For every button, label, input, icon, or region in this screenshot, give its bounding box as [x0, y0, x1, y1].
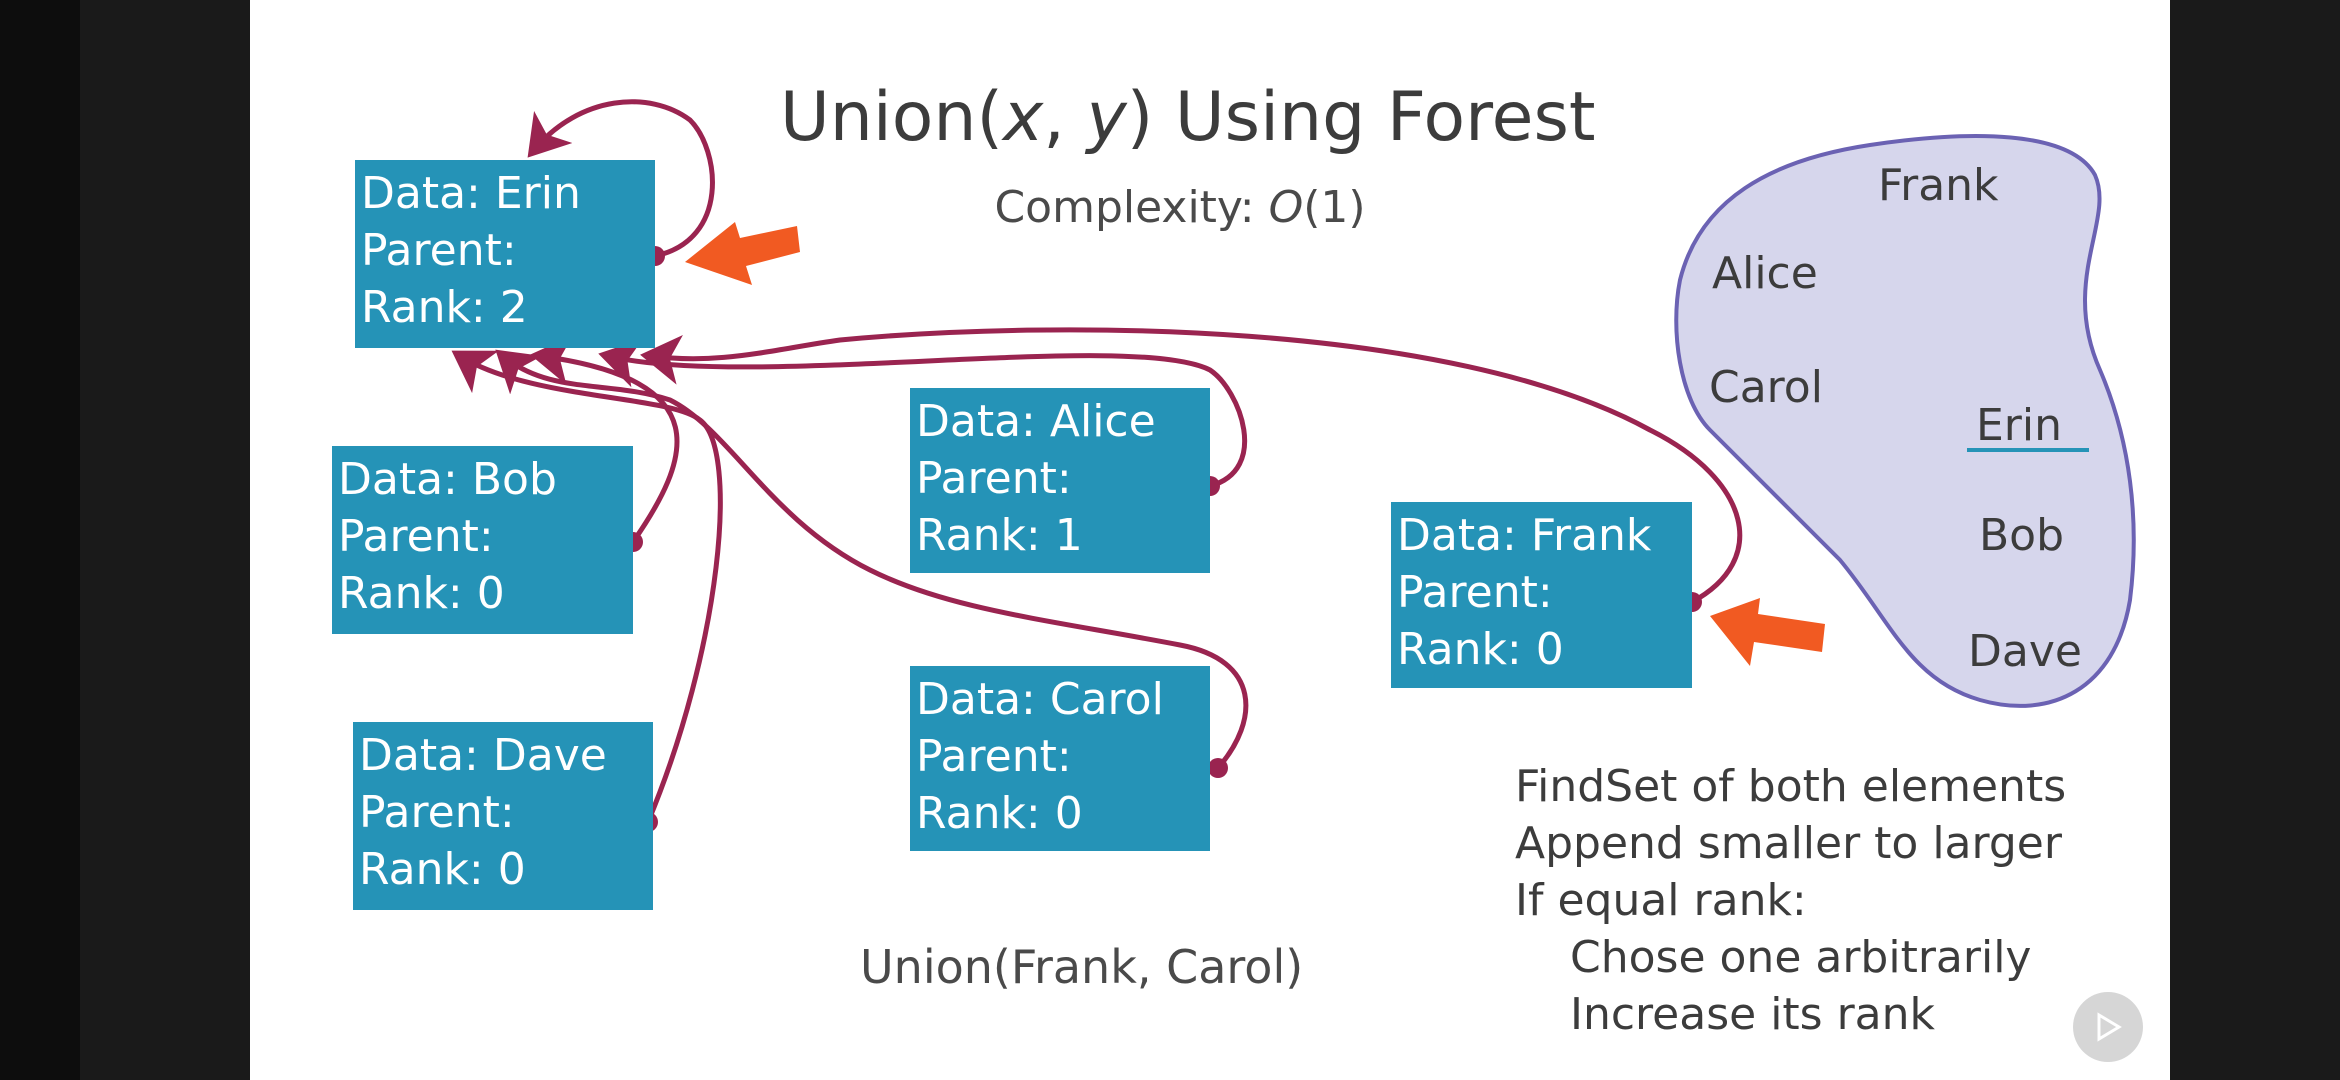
pointer-frank-erin: [640, 327, 1743, 605]
set-blob: [1674, 134, 2136, 708]
title-prefix: Union(: [780, 78, 1003, 157]
node-rank: Rank: 0: [359, 844, 526, 895]
set-member-alice: Alice: [1712, 248, 1818, 299]
set-member-carol: Carol: [1709, 362, 1823, 413]
note-line: Chose one arbitrarily: [1570, 932, 2032, 983]
node-parent: Parent:: [359, 787, 515, 838]
node-parent: Parent:: [916, 731, 1072, 782]
slide: Union(x, y) Using Forest Complexity: O(1…: [250, 0, 2170, 1080]
title-var-x: x: [1003, 78, 1044, 157]
slide-title: Union(x, y) Using Forest: [780, 78, 1596, 157]
notes: FindSet of both elements Append smaller …: [1515, 758, 2066, 1043]
node-parent: Parent:: [916, 453, 1072, 504]
play-icon: [2097, 1012, 2122, 1042]
highlight-arrow-erin: [685, 222, 800, 285]
complexity-suffix: (1): [1303, 182, 1366, 233]
letterbox-right: [2170, 0, 2340, 1080]
node-data: Data: Alice: [916, 396, 1156, 447]
title-separator: ,: [1043, 78, 1087, 157]
node-parent: Parent:: [361, 225, 517, 276]
node-bob: Data: Bob Parent: Rank: 0: [332, 446, 633, 634]
node-data: Data: Bob: [338, 454, 557, 505]
letterbox-left-inner: [80, 0, 250, 1080]
note-line: If equal rank:: [1515, 875, 1807, 926]
node-alice: Data: Alice Parent: Rank: 1: [910, 388, 1210, 573]
node-data: Data: Dave: [359, 730, 607, 781]
parent-dot-carol: [1208, 758, 1228, 778]
complexity-o: O: [1268, 182, 1304, 233]
node-dave: Data: Dave Parent: Rank: 0: [353, 722, 653, 910]
node-carol: Data: Carol Parent: Rank: 0: [910, 666, 1210, 851]
node-rank: Rank: 2: [361, 282, 528, 333]
set-member-frank: Frank: [1878, 160, 1999, 211]
title-suffix: ) Using Forest: [1126, 78, 1596, 157]
highlight-arrow-frank: [1710, 598, 1825, 666]
node-data: Data: Erin: [361, 168, 581, 219]
node-rank: Rank: 0: [916, 788, 1083, 839]
node-erin: Data: Erin Parent: Rank: 2: [355, 160, 655, 348]
node-data: Data: Carol: [916, 674, 1164, 725]
operation-label: Union(Frank, Carol): [860, 940, 1304, 994]
note-line: Increase its rank: [1570, 989, 1935, 1040]
node-rank: Rank: 0: [338, 568, 505, 619]
node-frank: Data: Frank Parent: Rank: 0: [1391, 502, 1692, 688]
node-rank: Rank: 1: [916, 510, 1083, 561]
note-line: FindSet of both elements: [1515, 761, 2067, 812]
letterbox-left: [0, 0, 80, 1080]
node-parent: Parent:: [338, 511, 494, 562]
node-parent: Parent:: [1397, 567, 1553, 618]
node-rank: Rank: 0: [1397, 624, 1564, 675]
set-member-dave: Dave: [1968, 626, 2082, 677]
title-var-y: y: [1086, 78, 1127, 157]
set-member-erin: Erin: [1976, 400, 2063, 451]
node-data: Data: Frank: [1397, 510, 1652, 561]
diagram-overlay: [451, 99, 2136, 832]
note-line: Append smaller to larger: [1515, 818, 2062, 869]
play-button[interactable]: [2073, 992, 2143, 1062]
pointer-alice-erin: [598, 338, 1248, 489]
set-member-bob: Bob: [1979, 510, 2065, 561]
pointer-carol-erin: [495, 349, 1249, 770]
complexity-prefix: Complexity:: [994, 182, 1269, 233]
complexity-label: Complexity: O(1): [780, 182, 1580, 233]
root-underline: [1967, 448, 2089, 452]
pointer-erin-self: [527, 99, 715, 259]
